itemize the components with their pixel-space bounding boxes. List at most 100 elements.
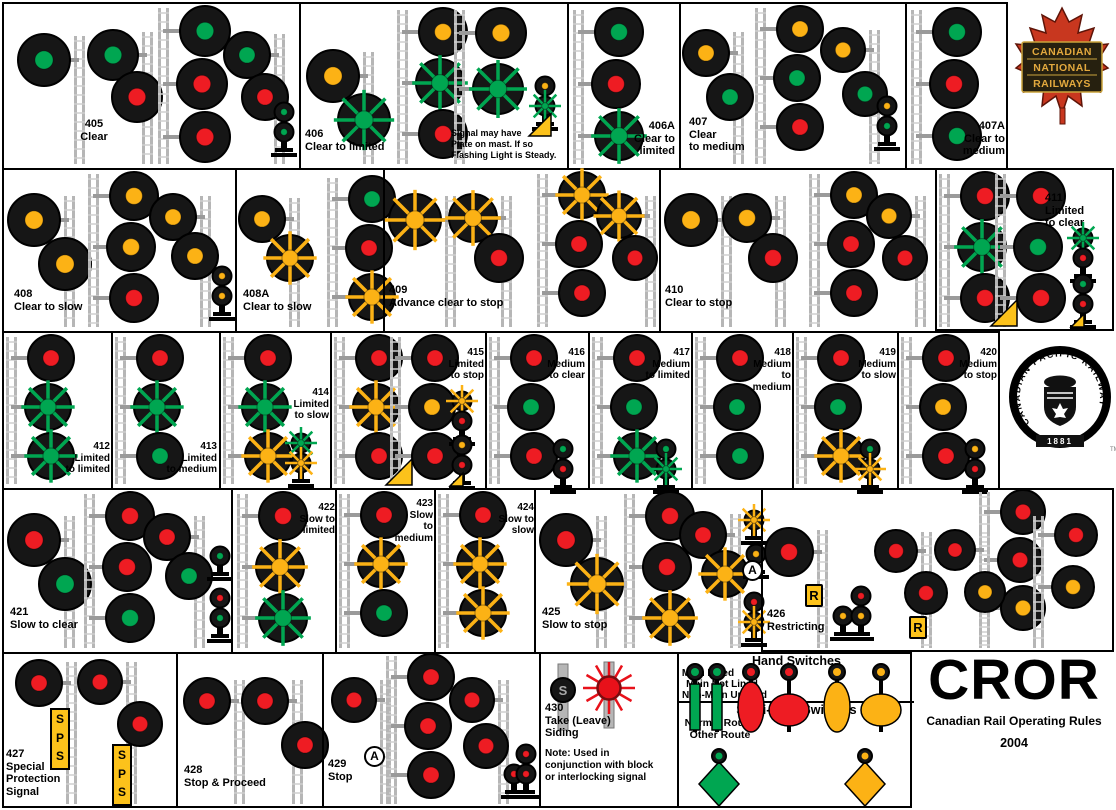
head-red [1072,293,1094,315]
dwarf-signal [830,605,856,641]
mast-signal [695,334,764,484]
rule-number: 420 [980,347,997,358]
rule-number: 411 [1045,192,1063,204]
head-red [929,59,979,109]
head-yellow [820,27,866,73]
head-green [223,31,271,79]
head-yellow [408,383,456,431]
head-green [179,5,231,57]
head-red [922,432,970,480]
head-red [411,334,459,382]
head-red [716,334,764,382]
head-yellow [7,193,61,247]
rule-number: 428 [184,764,203,776]
dwarf-signal [529,75,561,131]
dwarf-signal [874,95,900,151]
head-yellow [664,193,718,247]
head-red [241,677,289,725]
head-red [105,491,155,541]
head-red [539,513,593,567]
mast-signal [820,27,888,164]
head-red [748,233,798,283]
rule-number: 405 [84,118,104,130]
rule-name: Take (Leave) Siding [545,714,611,740]
plate-triangle-icon [384,457,413,486]
head-yellow-flashing [456,586,510,640]
head-green-flashing [529,90,561,122]
rule-name: Slow to slow [498,513,534,537]
head-red [827,220,875,268]
head-red [345,224,393,272]
rule-number: 416 [568,347,585,358]
rule-number: 418 [774,347,791,358]
semi-auto-label: Other Route [689,729,751,741]
dwarf-signal [1067,222,1099,283]
head-red [776,103,824,151]
rule-number: 412 [93,441,110,452]
head-yellow-flashing [593,190,645,242]
cp-logo-tm: TM [1110,447,1116,453]
head-red [176,58,228,110]
head-yellow [171,232,219,280]
head-red [27,334,75,382]
head-red [179,111,231,163]
head-green [932,111,982,161]
rule-name: Special Protection Signal [6,760,61,798]
rule-name: Slow to medium [394,509,433,544]
head-red [874,529,918,573]
head-green-flashing [24,429,78,483]
head-yellow [776,5,824,53]
head-green-flashing [610,429,664,483]
rule-number: 406 [305,128,324,140]
mast-signal [445,190,524,327]
head-red [143,513,191,561]
head-red [515,763,537,785]
head-yellow-flashing [252,539,308,595]
head-green [716,432,764,480]
dwarf-signal [738,591,770,647]
mast-signal [995,171,1066,327]
head-red [111,71,163,123]
head-red [764,527,814,577]
cror-subtitle: Canadian Rail Operating Rules [926,714,1102,728]
mast-signal [682,29,754,164]
mast-signal [679,511,752,648]
head-red [102,542,152,592]
rule-name: Clear to limited [305,140,385,153]
head-yellow [919,383,967,431]
head-yellow-flashing [854,453,886,485]
head-yellow [306,49,360,103]
head-green [932,7,982,57]
mast-signal [866,193,928,327]
head-red [404,702,452,750]
cp-logo-year: 1881 [1047,437,1073,446]
mast-signal [489,334,558,484]
head-red [407,653,455,701]
dwarf-signal [738,504,770,545]
mast-signal [1033,513,1098,648]
mast-signal [241,677,329,804]
head-red [244,334,292,382]
head-red [882,235,928,281]
head-red [642,542,692,592]
dwarf-signal [285,427,317,488]
